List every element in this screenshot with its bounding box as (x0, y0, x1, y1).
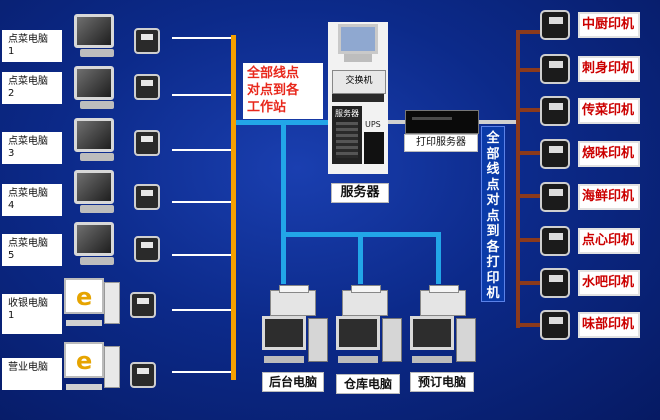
kitchen-printer-icon (540, 96, 570, 126)
receipt-printer-icon (134, 130, 160, 156)
printer-label-2: 刺身印机 (578, 56, 640, 82)
pos-terminal-icon (70, 116, 122, 162)
workstation-pc-icon (336, 316, 402, 372)
workstation-label-2: 仓库电脑 (336, 374, 400, 394)
brown-bus (516, 30, 520, 328)
workstation-label-1: 后台电脑 (262, 372, 324, 392)
server-monitor-icon (338, 24, 378, 54)
pos-terminal-icon (70, 64, 122, 110)
print-server-device (405, 110, 479, 134)
workstation-pc-icon (262, 316, 328, 372)
printer-label-3: 传菜印机 (578, 98, 640, 124)
receipt-printer-icon (134, 236, 160, 262)
ups-icon: UPS (364, 120, 384, 164)
workstation-label-3: 预订电脑 (410, 372, 474, 392)
printer-label-1: 中厨印机 (578, 12, 640, 38)
receipt-printer-icon (134, 74, 160, 100)
receipt-printer-icon (130, 362, 156, 388)
kitchen-printer-icon (540, 10, 570, 40)
business-pc-icon: e (64, 342, 120, 398)
terminal-stub-lines (172, 37, 232, 373)
server-rack-graphic: 交换机 服务器 UPS (328, 22, 388, 174)
pos-terminal-icon (70, 12, 122, 58)
pos-terminal-icon (70, 220, 122, 266)
kitchen-printer-icon (540, 268, 570, 298)
receipt-printer-icon (130, 292, 156, 318)
pos-terminal-icon (70, 168, 122, 214)
dot-matrix-printer-icon (342, 285, 388, 316)
terminal-label-7: 营业电脑 (2, 358, 62, 390)
workstation-wiring-note: 全部线点 对点到各 工作站 (243, 63, 323, 119)
receipt-printer-icon (134, 184, 160, 210)
server-tower-icon: 服务器 (332, 106, 362, 164)
switch-box: 交换机 (332, 70, 386, 94)
kitchen-printer-icon (540, 310, 570, 340)
cashier-pc-icon: e (64, 278, 120, 334)
server-caption: 服务器 (331, 183, 389, 203)
printer-label-7: 水吧印机 (578, 270, 640, 296)
kitchen-printer-icon (540, 139, 570, 169)
print-server-caption: 打印服务器 (404, 134, 478, 152)
kitchen-printer-icon (540, 182, 570, 212)
kitchen-printer-icon (540, 226, 570, 256)
dot-matrix-printer-icon (270, 285, 316, 316)
printer-label-8: 味部印机 (578, 312, 640, 338)
receipt-printer-icon (134, 28, 160, 54)
dot-matrix-printer-icon (420, 285, 466, 316)
orange-bus (231, 35, 236, 380)
printer-label-4: 烧味印机 (578, 141, 640, 167)
printer-label-5: 海鲜印机 (578, 184, 640, 210)
printer-label-6: 点心印机 (578, 228, 640, 254)
kitchen-printer-icon (540, 54, 570, 84)
printer-wiring-note: 全部线点对点到各打印机 (481, 126, 505, 302)
workstation-pc-icon (410, 316, 476, 372)
